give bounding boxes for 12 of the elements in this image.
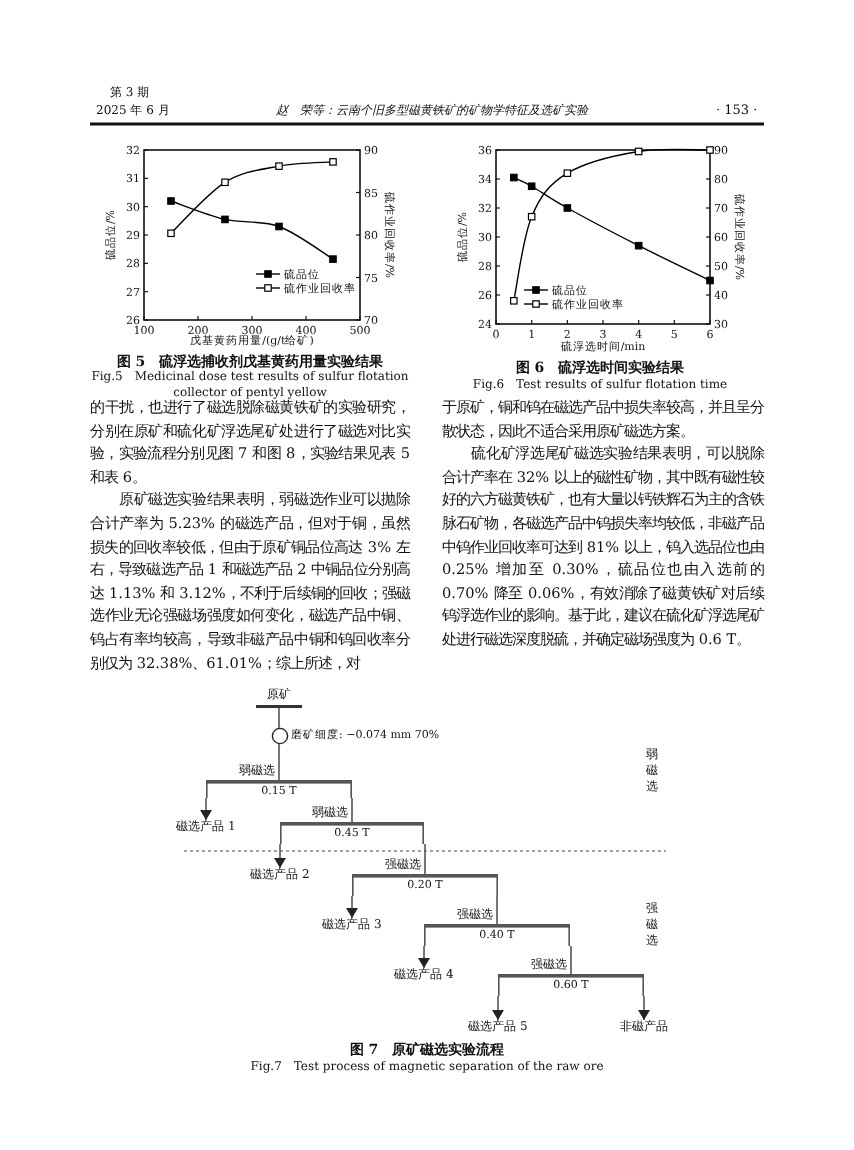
flow-line	[424, 843, 426, 859]
flow-line	[278, 743, 280, 765]
flow-line	[570, 945, 572, 959]
flow-arrow	[200, 797, 212, 821]
flow-line	[351, 797, 353, 807]
flow-line	[496, 895, 498, 909]
flow-arrow	[346, 895, 358, 919]
flow-arrow	[418, 945, 430, 969]
flow-arrow	[274, 843, 286, 869]
flow-line	[278, 707, 280, 729]
flow-arrow	[638, 995, 650, 1021]
flow-arrow	[492, 995, 504, 1021]
